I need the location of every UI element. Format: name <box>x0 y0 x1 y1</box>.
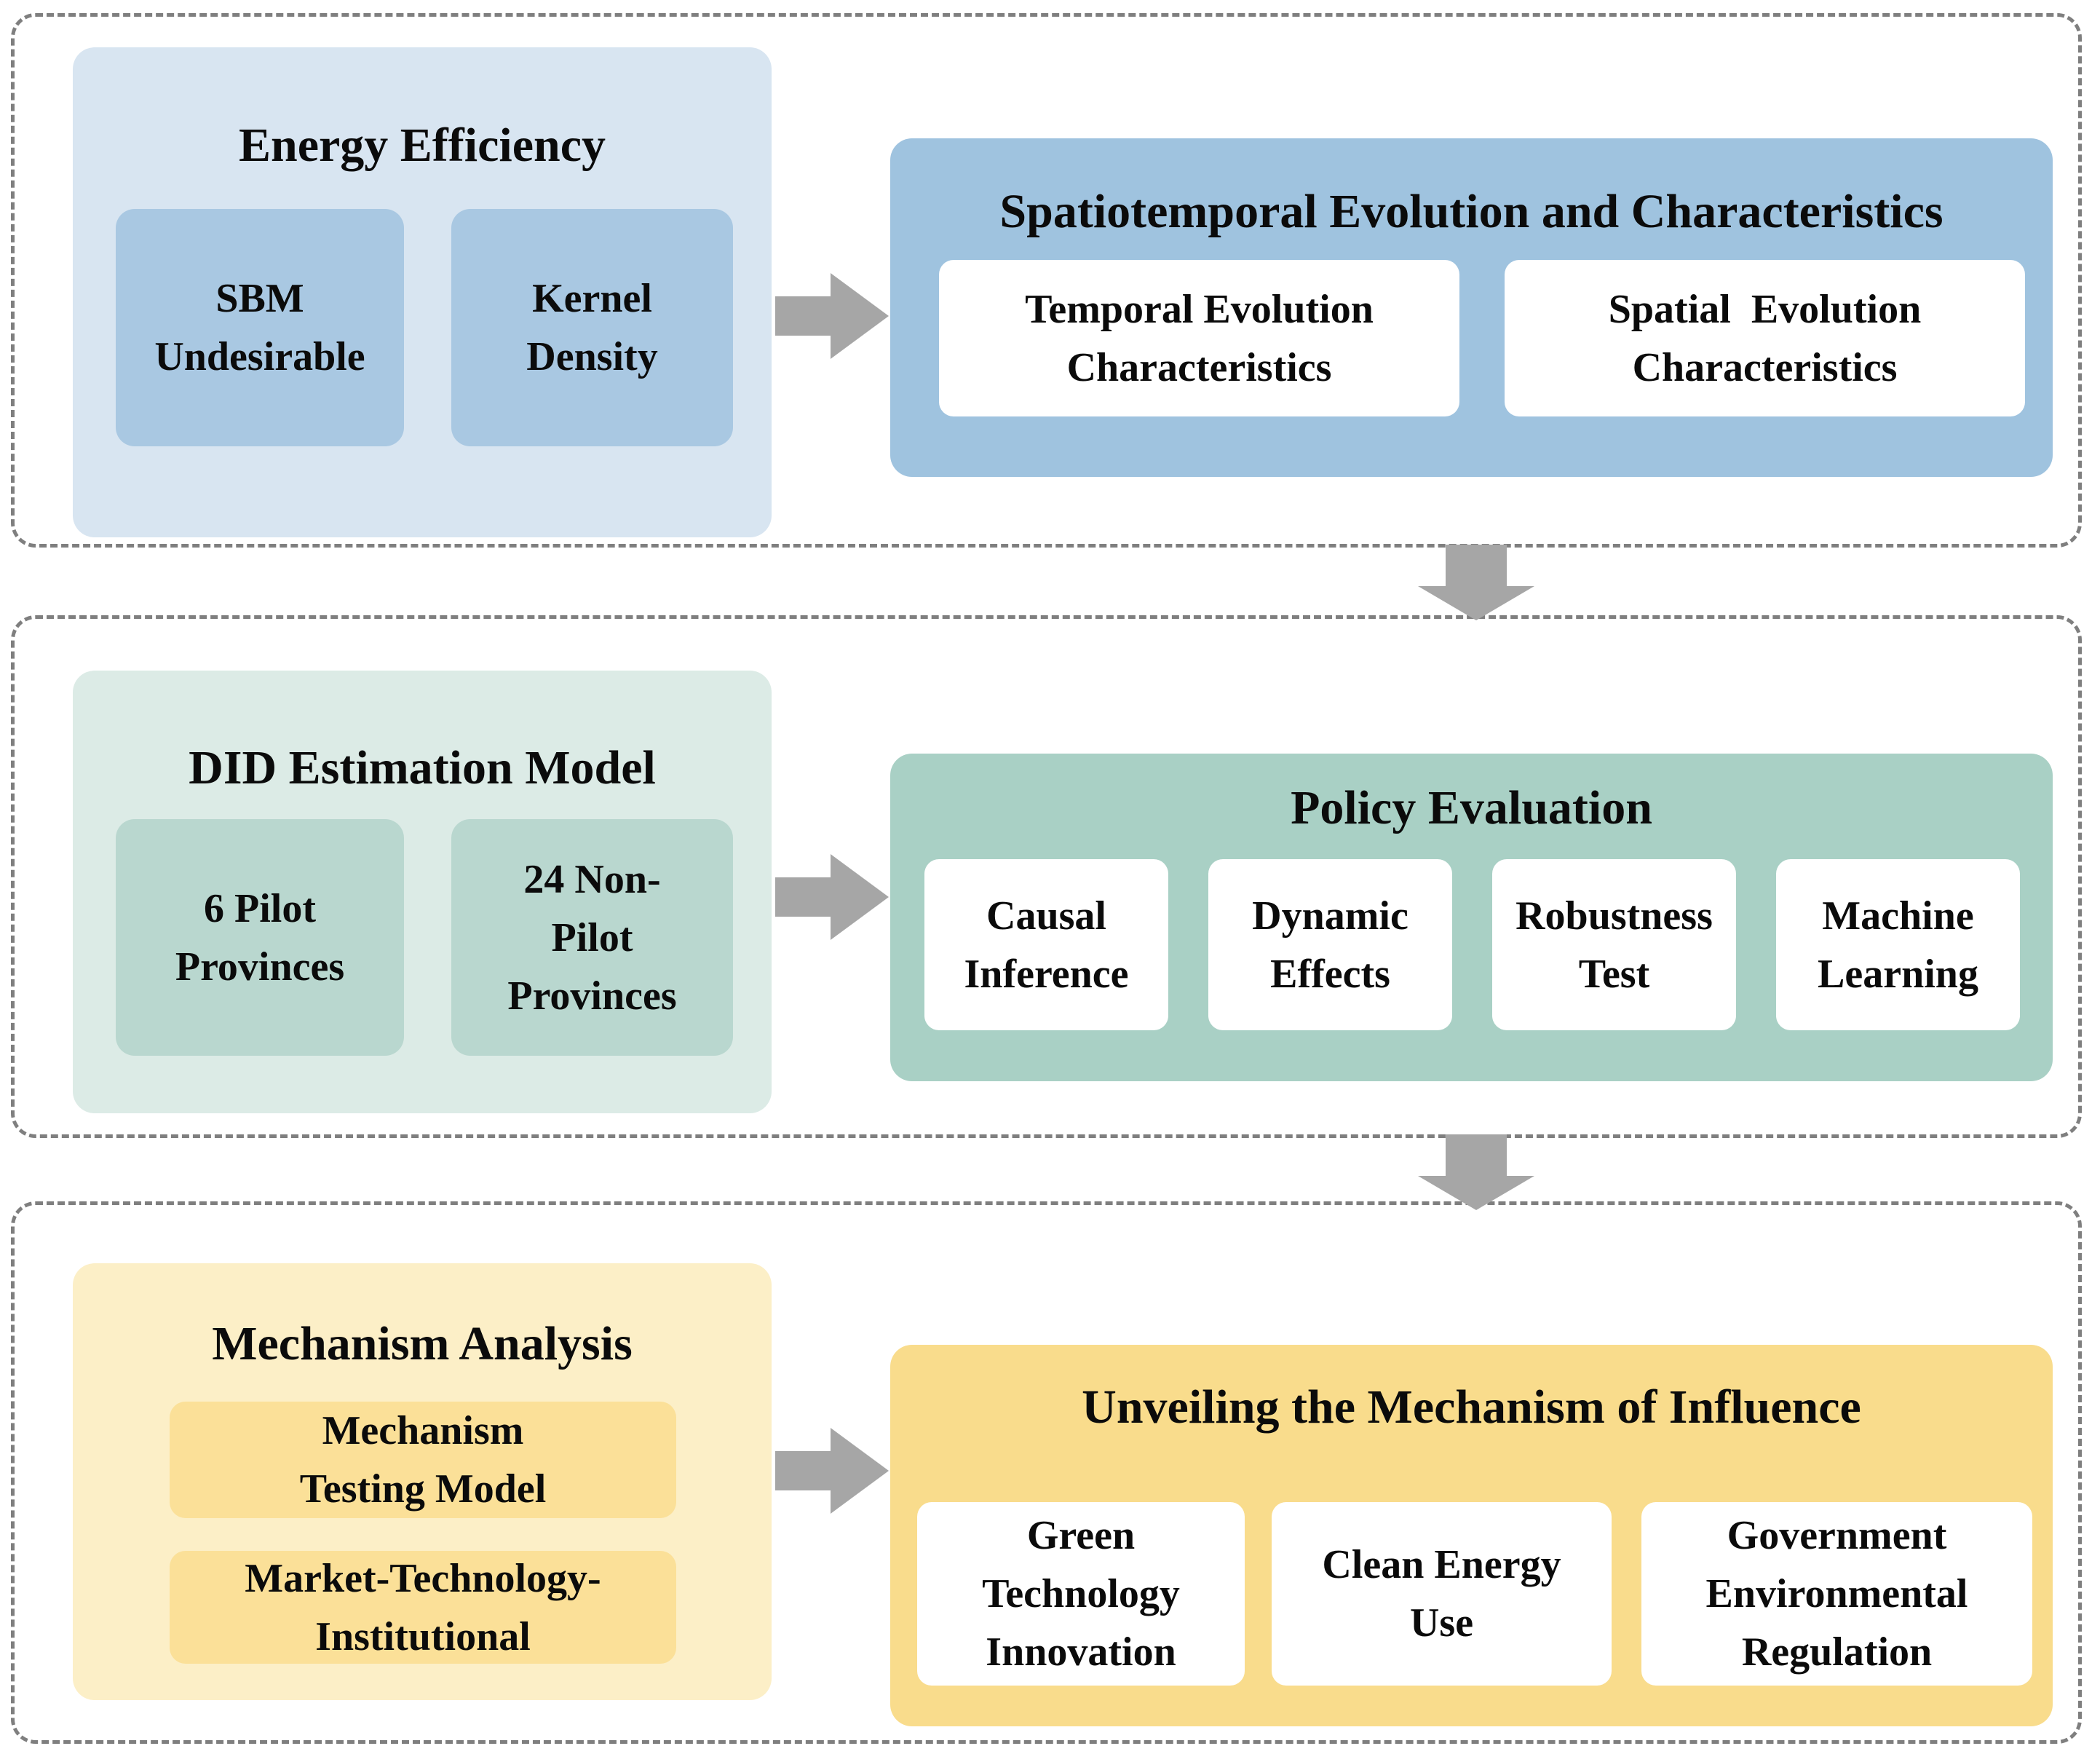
box-label-line: SBM <box>215 276 304 321</box>
arrow-right-icon <box>775 1428 889 1514</box>
section-policy-evaluation: DID Estimation Model 6 Pilot Provinces 2… <box>11 615 2082 1138</box>
temporal-evolution-box: Temporal Evolution Characteristics <box>939 260 1459 416</box>
box-label-line: 6 Pilot <box>204 885 316 931</box>
box-label-line: Learning <box>1818 951 1978 997</box>
box-label-line: Spatial Evolution <box>1608 286 1922 332</box>
arrow-right-icon <box>775 854 889 940</box>
box-label-line: Mechanism <box>322 1408 524 1453</box>
box-label-line: Technology <box>982 1571 1180 1616</box>
energy-efficiency-panel: Energy Efficiency SBM Undesirable Kernel… <box>73 47 772 537</box>
box-label-line: Characteristics <box>1066 344 1332 390</box>
box-label-line: Regulation <box>1741 1629 1933 1675</box>
dynamic-effects-box: Dynamic Effects <box>1208 859 1452 1030</box>
section-spatiotemporal-analysis: Energy Efficiency SBM Undesirable Kernel… <box>11 13 2082 548</box>
influence-mechanism-title: Unveiling the Mechanism of Influence <box>1082 1380 1861 1434</box>
box-label-line: Characteristics <box>1632 344 1898 390</box>
box-label-line: Robustness <box>1515 893 1713 939</box>
policy-evaluation-panel: Policy Evaluation Causal Inference Dynam… <box>890 754 2053 1081</box>
market-technology-institutional-box: Market-Technology- Institutional <box>170 1551 676 1664</box>
mechanism-analysis-title: Mechanism Analysis <box>212 1317 633 1370</box>
energy-efficiency-title: Energy Efficiency <box>238 119 606 172</box>
spatial-evolution-box: Spatial Evolution Characteristics <box>1505 260 2025 416</box>
box-label-line: Machine <box>1822 893 1974 939</box>
sbm-undesirable-box: SBM Undesirable <box>116 209 404 446</box>
clean-energy-use-box: Clean Energy Use <box>1272 1502 1612 1686</box>
spatiotemporal-title: Spatiotemporal Evolution and Characteris… <box>999 185 1944 238</box>
robustness-test-box: Robustness Test <box>1492 859 1736 1030</box>
box-label-line: Dynamic <box>1252 893 1408 939</box>
box-label-line: Density <box>526 334 658 379</box>
kernel-density-box: Kernel Density <box>451 209 733 446</box>
green-technology-innovation-box: Green Technology Innovation <box>917 1502 1245 1686</box>
spatiotemporal-panel: Spatiotemporal Evolution and Characteris… <box>890 138 2053 477</box>
did-model-title: DID Estimation Model <box>189 741 656 794</box>
box-label-line: Pilot <box>551 914 633 960</box>
box-label-line: 24 Non- <box>523 856 661 902</box>
pilot-provinces-box: 6 Pilot Provinces <box>116 819 404 1056</box>
box-label-line: Environmental <box>1705 1571 1968 1616</box>
mechanism-testing-model-box: Mechanism Testing Model <box>170 1402 676 1518</box>
box-label-line: Effects <box>1270 951 1390 997</box>
box-label-line: Market-Technology- <box>245 1555 601 1601</box>
arrow-down-icon <box>1418 1134 1534 1210</box>
causal-inference-box: Causal Inference <box>924 859 1168 1030</box>
arrow-down-icon <box>1418 545 1534 620</box>
box-label-line: Clean Energy <box>1322 1542 1561 1587</box>
did-model-panel: DID Estimation Model 6 Pilot Provinces 2… <box>73 671 772 1113</box>
mechanism-analysis-panel: Mechanism Analysis Mechanism Testing Mod… <box>73 1263 772 1700</box>
box-label-line: Undesirable <box>154 334 365 379</box>
box-label-line: Use <box>1409 1600 1474 1646</box>
influence-mechanism-panel: Unveiling the Mechanism of Influence Gre… <box>890 1345 2053 1726</box>
box-label-line: Test <box>1578 951 1650 997</box>
box-label-line: Institutional <box>315 1613 531 1659</box>
box-label-line: Government <box>1727 1513 1947 1558</box>
box-label-line: Provinces <box>507 973 677 1019</box>
non-pilot-provinces-box: 24 Non- Pilot Provinces <box>451 819 733 1056</box>
box-label-line: Inference <box>964 951 1129 997</box>
machine-learning-box: Machine Learning <box>1776 859 2020 1030</box>
box-label-line: Kernel <box>532 276 652 321</box>
section-mechanism-analysis: Mechanism Analysis Mechanism Testing Mod… <box>11 1201 2082 1744</box>
arrow-right-icon <box>775 273 889 359</box>
box-label-line: Innovation <box>986 1629 1176 1675</box>
box-label-line: Testing Model <box>299 1466 547 1512</box>
government-environmental-regulation-box: Government Environmental Regulation <box>1641 1502 2032 1686</box>
box-label-line: Causal <box>986 893 1106 939</box>
box-label-line: Green <box>1026 1513 1136 1558</box>
policy-evaluation-title: Policy Evaluation <box>1291 781 1652 834</box>
box-label-line: Temporal Evolution <box>1025 286 1374 332</box>
box-label-line: Provinces <box>175 944 345 989</box>
